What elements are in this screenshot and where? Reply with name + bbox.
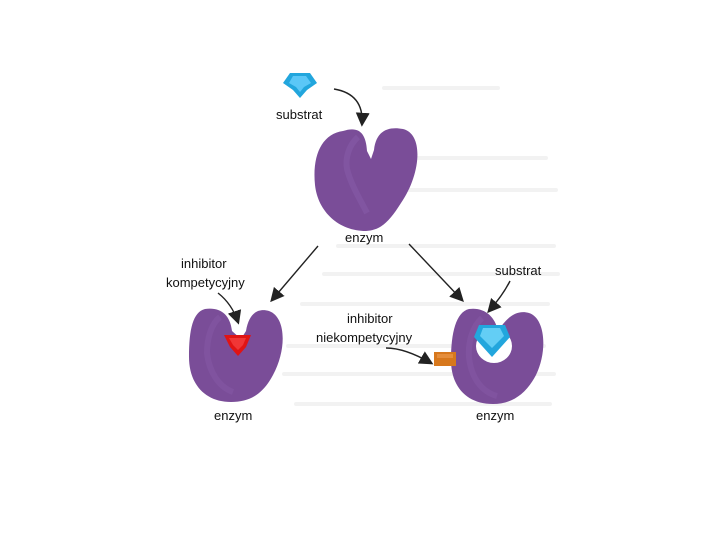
noncompetitive-inhibitor-label-line2: niekompetycyjny (316, 330, 413, 345)
left-branch-arrow (272, 246, 318, 300)
right-enzyme-label: enzym (476, 408, 514, 423)
left-enzyme-label: enzym (214, 408, 252, 423)
right-substrate-arrow (489, 281, 510, 311)
noncompetitive-inhibitor-icon (434, 352, 456, 366)
right-substrate-label: substrat (495, 263, 542, 278)
competitive-inhibitor-label-line2: kompetycyjny (166, 275, 245, 290)
top-enzyme-shape (314, 128, 417, 231)
noncompetitive-inhibitor-arrow (386, 348, 431, 363)
noncompetitive-inhibitor-label-line1: inhibitor (347, 311, 393, 326)
top-substrate-icon (283, 73, 317, 98)
right-enzyme-shape (451, 309, 543, 404)
top-substrate-label: substrat (276, 107, 323, 122)
top-enzyme-label: enzym (345, 230, 383, 245)
substrate-to-enzyme-arrow (334, 89, 362, 124)
competitive-inhibitor-label-line1: inhibitor (181, 256, 227, 271)
left-enzyme-shape (189, 309, 283, 402)
